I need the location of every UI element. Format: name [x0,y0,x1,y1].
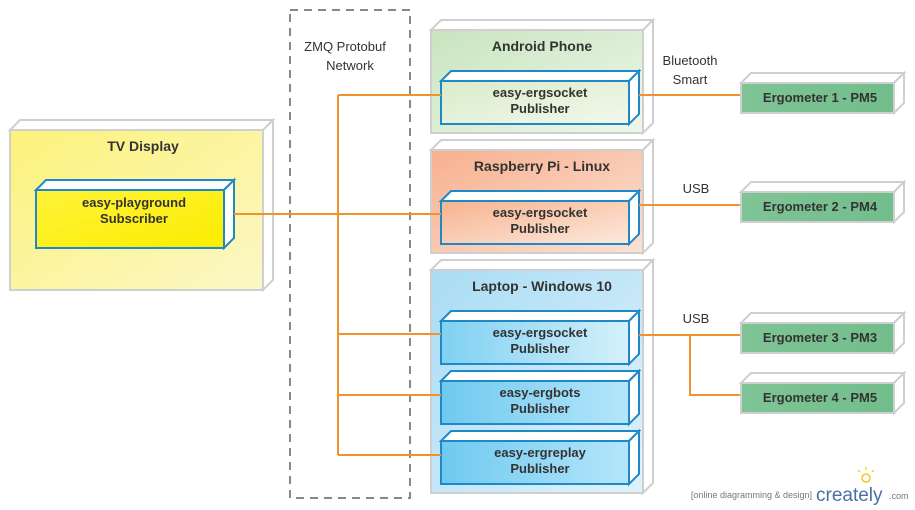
component-role: Publisher [510,401,569,416]
component-name: easy-ergreplay [494,445,587,460]
ergometer-3[interactable]: Ergometer 3 - PM3 [738,310,907,356]
ergometer-label: Ergometer 4 - PM5 [763,390,877,405]
component-easy-playground[interactable]: easy-playground Subscriber [33,177,237,251]
zmq-network-boundary: ZMQ Protobuf Network [289,9,411,499]
usb-label-laptop: USB [683,311,710,326]
network-connections [234,94,441,456]
watermark-suffix: .com [889,491,909,501]
component-role: Publisher [510,101,569,116]
node-title: Raspberry Pi - Linux [474,158,610,174]
ergometer-2[interactable]: Ergometer 2 - PM4 [738,179,907,225]
component-name: easy-ergsocket [493,85,588,100]
watermark-tagline: [online diagramming & design] [691,490,812,500]
node-title: TV Display [107,138,179,154]
component-name: easy-playground [82,195,186,210]
component-name: easy-ergsocket [493,205,588,220]
component-easy-ergsocket-laptop[interactable]: easy-ergsocket Publisher [438,308,642,367]
component-role: Publisher [510,221,569,236]
lightbulb-icon [857,467,875,483]
node-title: Laptop - Windows 10 [472,278,612,294]
component-role: Publisher [510,461,569,476]
ergometer-label: Ergometer 1 - PM5 [763,90,877,105]
ergometer-label: Ergometer 2 - PM4 [763,199,878,214]
component-easy-ergbots[interactable]: easy-ergbots Publisher [438,368,642,427]
component-role: Publisher [510,341,569,356]
network-label-line1: ZMQ Protobuf [304,39,386,54]
component-easy-ergsocket-android[interactable]: easy-ergsocket Publisher [438,68,642,127]
bluetooth-label-line1: Bluetooth [663,53,718,68]
component-easy-ergsocket-raspberry[interactable]: easy-ergsocket Publisher [438,188,642,247]
network-label-line2: Network [326,58,374,73]
component-easy-ergreplay[interactable]: easy-ergreplay Publisher [438,428,642,487]
bluetooth-label-line2: Smart [673,72,708,87]
component-name: easy-ergsocket [493,325,588,340]
component-role: Subscriber [100,211,168,226]
ergometer-connections [639,94,741,396]
usb-label-raspberry: USB [683,181,710,196]
component-name: easy-ergbots [500,385,581,400]
node-title: Android Phone [492,38,593,54]
ergometer-4[interactable]: Ergometer 4 - PM5 [738,370,907,416]
ergometer-label: Ergometer 3 - PM3 [763,330,877,345]
ergometer-1[interactable]: Ergometer 1 - PM5 [738,70,907,116]
creately-watermark: [online diagramming & design] creately .… [691,467,909,506]
watermark-brand: creately [816,485,883,506]
